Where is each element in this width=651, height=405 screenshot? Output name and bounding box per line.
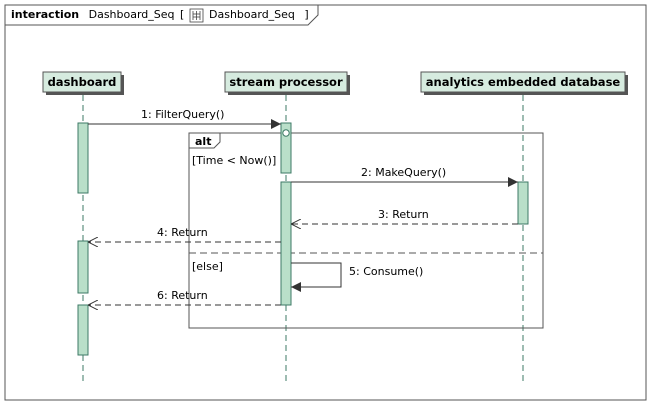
interaction-bracket-open: [ xyxy=(180,8,184,21)
interaction-keyword: interaction xyxy=(11,8,79,21)
alt-fragment-tab xyxy=(189,133,221,149)
activation-dashboard-1 xyxy=(77,122,89,194)
message-6[interactable]: 6: Return xyxy=(88,289,281,305)
message-2[interactable]: 2: MakeQuery() xyxy=(291,166,518,187)
lifeline-head-dashboard[interactable]: dashboard xyxy=(42,71,124,95)
interaction-ref-name: Dashboard_Seq xyxy=(209,8,295,21)
message-1[interactable]: 1: FilterQuery() xyxy=(88,108,281,129)
sequence-diagram-icon xyxy=(189,8,204,23)
lifeline-label-stream-processor: stream processor xyxy=(229,75,343,89)
message-3[interactable]: 3: Return xyxy=(291,208,518,224)
activation-stream-2 xyxy=(280,181,292,306)
lifeline-head-stream-processor[interactable]: stream processor xyxy=(224,71,350,95)
interaction-name: Dashboard_Seq xyxy=(89,8,175,21)
interaction-bracket-close: ] xyxy=(304,8,308,21)
lifeline-head-analytics-db[interactable]: analytics embedded database xyxy=(420,71,628,95)
alt-guard-1: [Time < Now()] xyxy=(192,154,276,167)
interaction-frame-tab xyxy=(5,5,319,26)
message-6-label: 6: Return xyxy=(157,289,208,302)
activation-stream-1 xyxy=(280,122,292,174)
interaction-frame xyxy=(4,4,647,401)
alt-operator: alt xyxy=(195,135,211,148)
alt-guard-2: [else] xyxy=(192,260,223,273)
lifeline-label-dashboard: dashboard xyxy=(48,75,117,89)
activation-dashboard-2 xyxy=(77,240,89,294)
message-1-label: 1: FilterQuery() xyxy=(141,108,224,121)
interaction-ref: Dashboard_Seq ] xyxy=(209,8,309,21)
message-5-label: 5: Consume() xyxy=(349,265,423,278)
fragment-entry-point xyxy=(282,129,290,137)
message-5[interactable]: 5: Consume() xyxy=(291,262,423,292)
interaction-header: interaction Dashboard_Seq [ xyxy=(11,8,184,21)
alt-fragment xyxy=(188,132,544,329)
lifeline-label-analytics-db: analytics embedded database xyxy=(426,75,621,89)
message-2-label: 2: MakeQuery() xyxy=(361,166,446,179)
message-3-label: 3: Return xyxy=(378,208,429,221)
message-4[interactable]: 4: Return xyxy=(88,226,281,242)
message-4-label: 4: Return xyxy=(157,226,208,239)
activation-db-1 xyxy=(517,181,529,225)
activation-dashboard-3 xyxy=(77,304,89,356)
